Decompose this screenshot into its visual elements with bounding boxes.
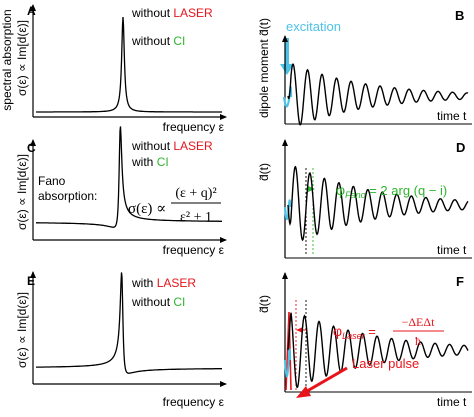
legend-c-word2: with: [131, 155, 153, 169]
ylabel-d: d̃(t): [257, 163, 271, 181]
ylabel-c: σ(ε) ∝ Im[d(ε)]: [15, 154, 29, 230]
dipole-trace-f: [287, 312, 469, 388]
legend-c-line1: without LASER: [131, 139, 213, 153]
legend-e-word2: without: [131, 295, 171, 309]
fano-label-2: absorption:: [38, 189, 97, 203]
laser-phase-num: −ΔEΔt: [402, 315, 436, 329]
ylabel-a: σ(ε) ∝ Im[d(ε)]: [15, 20, 29, 96]
ylabel-f: d̃(t): [257, 295, 271, 313]
legend-c-word1: without: [131, 139, 171, 153]
outer-ylabel-a: spectral absorption: [0, 9, 14, 110]
dipole-trace-b: [287, 62, 469, 126]
laser-pulse-label: Laser pulse: [352, 356, 419, 371]
panel-letter-c: C: [27, 141, 36, 155]
legend-a-word2: without: [131, 34, 171, 48]
excitation-arrow-icon: [280, 64, 294, 75]
legend-c-term2: CI: [157, 155, 169, 169]
xlabel-a: frequency ε: [163, 120, 225, 134]
xlabel-c: frequency ε: [163, 243, 225, 257]
spectrum-curve-a: [36, 16, 222, 113]
panel-d: D d̃(t) φFano = 2 arg (q − i) time t: [257, 139, 472, 259]
legend-a-word1: without: [131, 6, 171, 20]
legend-a-term1: LASER: [173, 6, 213, 20]
laser-phase-label: φLaser =: [333, 323, 376, 341]
laser-pulse-arrow-icon: [296, 386, 311, 398]
panel-c: C without LASER with CI σ(ε) ∝ Im[d(ε)] …: [15, 126, 227, 257]
legend-e-word1: with: [131, 276, 153, 290]
legend-a-line1: without LASER: [131, 6, 213, 20]
legend-e-line1: with LASER: [131, 276, 196, 290]
legend-c-line2: with CI: [131, 155, 169, 169]
laser-pulse-arrow-shaft: [301, 366, 348, 396]
legend-c-term1: LASER: [173, 139, 213, 153]
legend-e-line2: without CI: [131, 295, 185, 309]
laser-phase-den: ħ: [415, 334, 421, 348]
laser-pulse-shape: [285, 311, 292, 391]
panel-a: A without LASER without CI spectral abso…: [0, 4, 227, 134]
dipole-trace-d: [287, 165, 469, 242]
fano-formula-num: (ε + q)²: [175, 186, 216, 201]
excitation-pulse-d: [283, 199, 292, 221]
panel-letter-f: F: [456, 274, 464, 289]
panel-letter-b: B: [455, 8, 464, 23]
xlabel-e: frequency ε: [163, 395, 225, 409]
excitation-label: excitation: [286, 19, 341, 34]
legend-e-term2: CI: [173, 295, 185, 309]
spectrum-curve-e: [36, 272, 222, 374]
panel-b: B dipole moment d̃(t) excitation time t: [257, 8, 472, 126]
panel-letter-a: A: [27, 4, 36, 18]
ylabel-e: σ(ε) ∝ Im[d(ε)]: [15, 292, 29, 368]
xlabel-d: time t: [437, 243, 467, 257]
panel-letter-e: E: [27, 274, 35, 288]
panel-f: F d̃(t) φLaser = −ΔEΔt ħ Laser pulse tim…: [257, 272, 472, 409]
excitation-pulse-f: [284, 348, 291, 378]
legend-a-line2: without CI: [131, 34, 185, 48]
fano-formula-den: ε² + 1: [180, 210, 212, 225]
xlabel-b: time t: [437, 109, 467, 123]
ylabel-b: dipole moment d̃(t): [257, 18, 271, 118]
xlabel-f: time t: [437, 395, 467, 409]
panel-letter-d: D: [456, 140, 465, 155]
fano-formula-lhs: σ(ε) ∝: [128, 201, 166, 217]
fano-label-1: Fano: [38, 174, 66, 188]
legend-e-term1: LASER: [157, 276, 197, 290]
panel-e: E with LASER without CI σ(ε) ∝ Im[d(ε)] …: [15, 271, 227, 409]
spectrum-curve-c: [36, 126, 222, 228]
legend-a-term2: CI: [173, 34, 185, 48]
fano-phase-label: φFano = 2 arg (q − i): [336, 182, 447, 200]
